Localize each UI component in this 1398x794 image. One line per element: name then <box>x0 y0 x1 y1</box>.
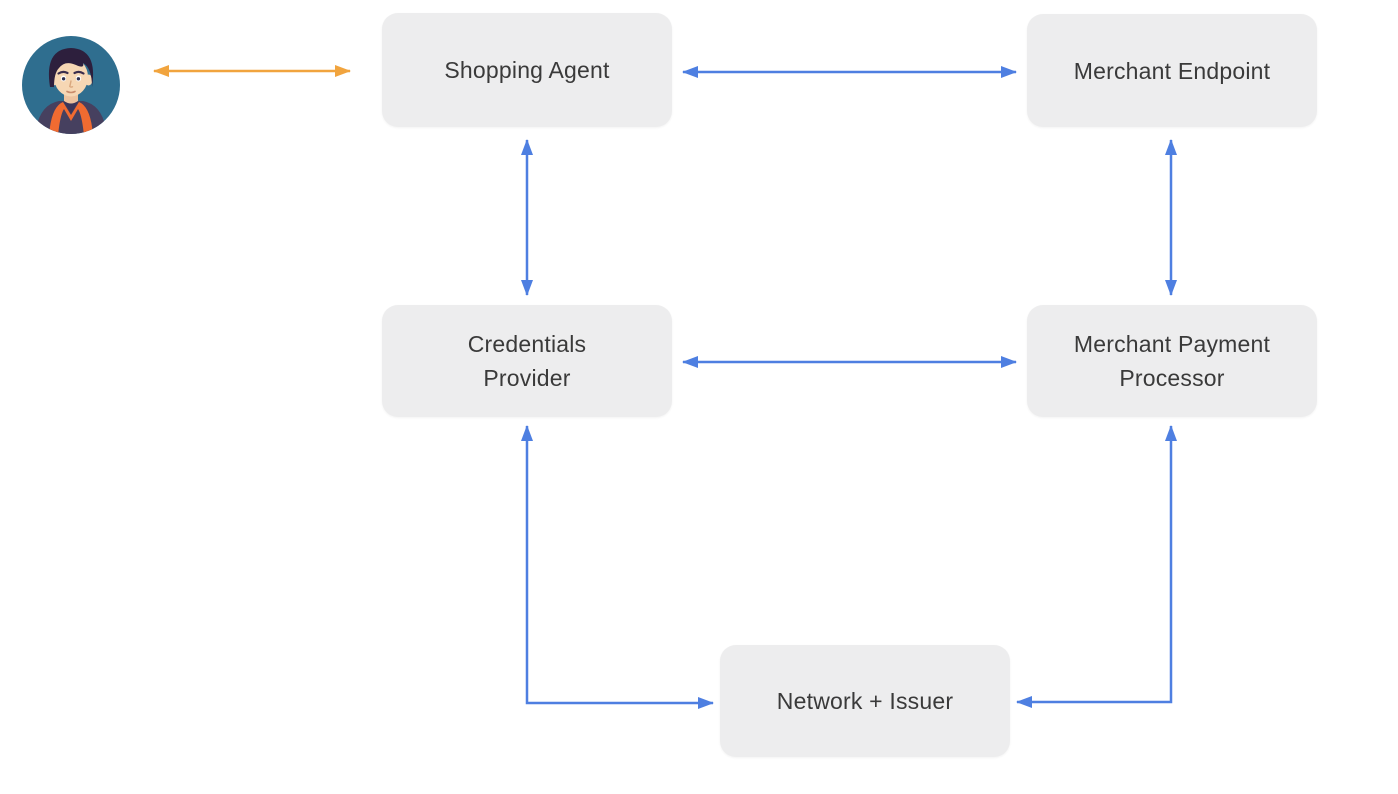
edge-credentials-provider-network-issuer <box>521 425 714 709</box>
node-merchant-payment-processor-label: Merchant Payment Processor <box>1073 331 1271 391</box>
node-merchant-endpoint-label: Merchant Endpoint <box>1073 57 1271 84</box>
edge-merchant-payment-processor-network-issuer <box>1016 425 1177 708</box>
node-shopping-agent-label: Shopping Agent <box>444 57 610 83</box>
node-credentials-provider: Credentials Provider <box>382 305 672 417</box>
node-network-issuer-label: Network + Issuer <box>776 688 954 714</box>
person-avatar-icon <box>22 36 120 134</box>
node-merchant-payment-processor: Merchant Payment Processor <box>1027 305 1317 417</box>
node-network-issuer: Network + Issuer <box>720 645 1010 757</box>
node-merchant-endpoint: Merchant Endpoint <box>1027 14 1317 127</box>
node-shopping-agent: Shopping Agent <box>382 13 672 127</box>
node-credentials-provider-label: Credentials Provider <box>467 331 587 391</box>
avatar-person <box>35 48 107 134</box>
